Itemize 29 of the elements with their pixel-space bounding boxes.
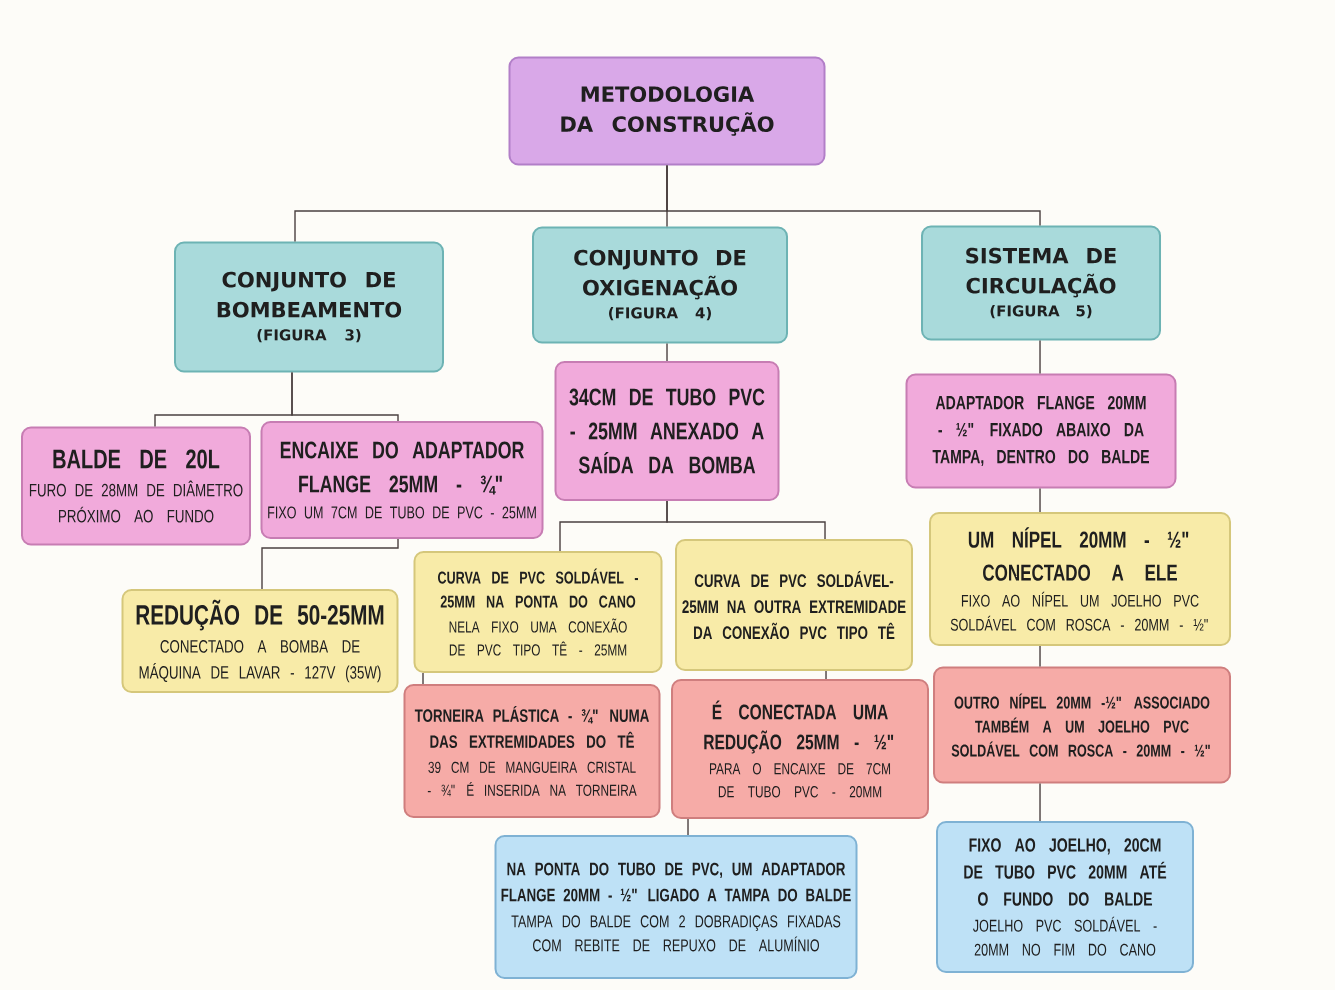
process-box: SISTEMA DE CIRCULAÇÃO (FIGURA 5) xyxy=(921,225,1161,341)
connector-line xyxy=(291,371,399,422)
process-box: CURVA DE PVC SOLDÁVEL- 25MM NA OUTRA EXTREMIDADE DA CONEXÃO PVC TIPO TÊ xyxy=(675,539,913,671)
connector-line xyxy=(1039,487,1041,513)
process-box: METODOLOGIA DA CONSTRUÇÃO xyxy=(508,56,826,166)
process-box: OUTRO NÍPEL 20MM -½" ASSOCIADO TAMBÉM A UM JOELHO PVC SOLDÁVEL COM ROSCA - 20MM - ½" xyxy=(933,666,1231,784)
connector-line xyxy=(422,672,424,685)
process-box: NA PONTA DO TUBO DE PVC, UM ADAPTADOR FLANGE 20MM - ½" LIGADO A TAMPA DO BALDE TAMPA DO BALDE COM 2 DOBRADIÇAS FIXADAS COM REBITE DE REPUXO DE ALUMÍNIO xyxy=(494,835,858,979)
process-box: TORNEIRA PLÁSTICA - ¾" NUMA DAS EXTREMIDADES DO TÊ 39 CM DE MANGUEIRA CRISTAL - ¾" É INSERIDA NA TORNEIRA xyxy=(403,684,661,818)
connector-line xyxy=(1039,782,1041,822)
process-box: 34CM DE TUBO PVC - 25MM ANEXADO A SAÍDA DA BOMBA xyxy=(554,361,780,501)
connector-line xyxy=(666,164,1041,227)
process-box: REDUÇÃO DE 50-25MM CONECTADO A BOMBA DE MÁQUINA DE LAVAR - 127V (35W) xyxy=(121,589,399,693)
connector-line xyxy=(1039,645,1041,668)
process-box: FIXO AO JOELHO, 20CM DE TUBO PVC 20MM ATÉ O FUNDO DO BALDE JOELHO PVC SOLDÁVEL - 20MM NO FIM DO CANO xyxy=(936,821,1194,973)
connector-line xyxy=(666,500,826,540)
connector-line xyxy=(1039,339,1041,375)
process-box: BALDE DE 20L FURO DE 28MM DE DIÂMETRO PRÓXIMO AO FUNDO xyxy=(21,426,251,546)
connector-line xyxy=(687,818,689,836)
process-box: CONJUNTO DE BOMBEAMENTO (FIGURA 3) xyxy=(174,241,444,373)
connector-line xyxy=(825,670,827,680)
connector-line xyxy=(666,342,668,362)
process-box: CONJUNTO DE OXIGENAÇÃO (FIGURA 4) xyxy=(532,226,788,344)
process-box: ADAPTADOR FLANGE 20MM - ½" FIXADO ABAIXO DA TAMPA, DENTRO DO BALDE xyxy=(905,373,1177,489)
process-box: UM NÍPEL 20MM - ½" CONECTADO A ELE FIXO AO NÍPEL UM JOELHO PVC SOLDÁVEL COM ROSCA - 20MM - ½" xyxy=(929,512,1231,646)
process-box: É CONECTADA UMA REDUÇÃO 25MM - ½" PARA O ENCAIXE DE 7CM DE TUBO PVC - 20MM xyxy=(671,679,929,819)
process-box: ENCAIXE DO ADAPTADOR FLANGE 25MM - ¾" FIXO UM 7CM DE TUBO DE PVC - 25MM xyxy=(260,421,544,539)
connector-line xyxy=(261,538,399,590)
process-box: CURVA DE PVC SOLDÁVEL - 25MM NA PONTA DO CANO NELA FIXO UMA CONEXÃO DE PVC TIPO TÊ - 25MM xyxy=(413,551,663,673)
